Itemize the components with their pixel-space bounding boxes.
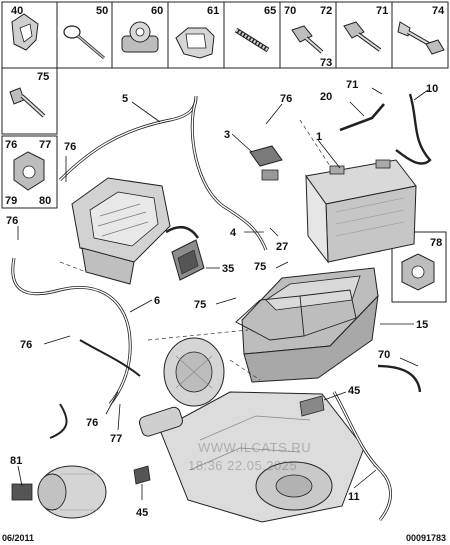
screw-icon-75 — [9, 87, 46, 118]
nut-hole — [411, 265, 425, 279]
thumb-box-65[interactable] — [223, 1, 281, 69]
callout-75[interactable]: 75 — [254, 261, 266, 273]
thumb-label: 75 — [37, 71, 49, 83]
callout-45[interactable]: 45 — [136, 507, 148, 519]
callout-76[interactable]: 76 — [64, 141, 76, 153]
thumb-label: 65 — [264, 5, 276, 17]
callout-27[interactable]: 27 — [276, 241, 288, 253]
dashed-guides — [59, 119, 331, 381]
cable-tie-icon-50 — [63, 25, 105, 60]
thumb-label: 70 — [284, 5, 296, 17]
gearbox[interactable] — [138, 391, 365, 523]
thumb-label: 50 — [96, 5, 108, 17]
stud-icon-65 — [234, 27, 270, 53]
fuse-box[interactable] — [71, 177, 171, 285]
nut-icon-76 — [13, 151, 45, 191]
compressor[interactable] — [11, 465, 107, 519]
thumb-label: 60 — [151, 5, 163, 17]
callout-45[interactable]: 45 — [348, 385, 360, 397]
relay-module[interactable] — [165, 225, 205, 281]
thumb-label: 78 — [430, 237, 442, 249]
thumb-box-71[interactable] — [335, 1, 393, 69]
thumbnail-row-top: 40 50 60 61 65 70 72 73 71 74 — [1, 1, 449, 69]
callout-11[interactable]: 11 — [348, 491, 360, 503]
callout-5[interactable]: 5 — [122, 93, 128, 105]
callout-15[interactable]: 15 — [416, 319, 428, 331]
callout-10[interactable]: 10 — [426, 83, 438, 95]
bolt-icon-74 — [397, 21, 445, 55]
callout-71[interactable]: 71 — [346, 79, 358, 91]
bracket-45[interactable] — [299, 395, 325, 417]
callout-4[interactable]: 4 — [230, 227, 237, 239]
bolt-icon-71 — [343, 21, 382, 52]
callout-75[interactable]: 75 — [194, 299, 206, 311]
grommet-icon-60 — [121, 21, 159, 53]
callout-77[interactable]: 77 — [110, 433, 122, 445]
alternator[interactable] — [163, 337, 225, 407]
thumb-label: 72 — [320, 5, 332, 17]
footer-reference: 00091783 — [405, 533, 446, 543]
clip-icon-40 — [11, 13, 39, 51]
terminal-connector[interactable] — [249, 145, 283, 181]
bracket-icon-61 — [175, 27, 215, 59]
thumb-label: 40 — [11, 5, 23, 17]
thumbnail-column-left: 75 76 77 79 80 — [1, 67, 58, 209]
callout-3[interactable]: 3 — [224, 129, 230, 141]
callout-76[interactable]: 76 — [280, 93, 292, 105]
thumb-label: 80 — [39, 195, 51, 207]
thumb-label: 71 — [376, 5, 388, 17]
callout-81[interactable]: 81 — [10, 455, 22, 467]
callout-1[interactable]: 1 — [316, 131, 322, 143]
callout-76[interactable]: 76 — [86, 417, 98, 429]
clip-45[interactable] — [133, 465, 151, 485]
thumb-label: 73 — [320, 57, 332, 69]
battery[interactable] — [305, 159, 417, 264]
callout-76[interactable]: 76 — [6, 215, 18, 227]
watermark-stamp: 18:36 22.05.2025 — [188, 458, 298, 473]
callouts: 5 76 3 1 71 20 10 76 76 4 27 35 75 75 6 … — [6, 79, 438, 519]
callout-20[interactable]: 20 — [320, 91, 332, 103]
thumb-label: 74 — [432, 5, 445, 17]
thumb-label: 76 — [5, 139, 17, 151]
thumb-label: 77 — [39, 139, 51, 151]
watermark-site: WWW.ILCATS.RU — [198, 440, 312, 455]
callout-6[interactable]: 6 — [154, 295, 160, 307]
callout-76[interactable]: 76 — [20, 339, 32, 351]
callout-35[interactable]: 35 — [222, 263, 234, 275]
thumb-label: 79 — [5, 195, 17, 207]
thumb-box-74[interactable] — [391, 1, 449, 69]
thumb-label: 61 — [207, 5, 219, 17]
battery-tray[interactable] — [235, 267, 379, 383]
bolt-icon-70-72 — [291, 25, 324, 54]
footer-date: 06/2011 — [2, 533, 35, 543]
callout-70[interactable]: 70 — [378, 349, 390, 361]
